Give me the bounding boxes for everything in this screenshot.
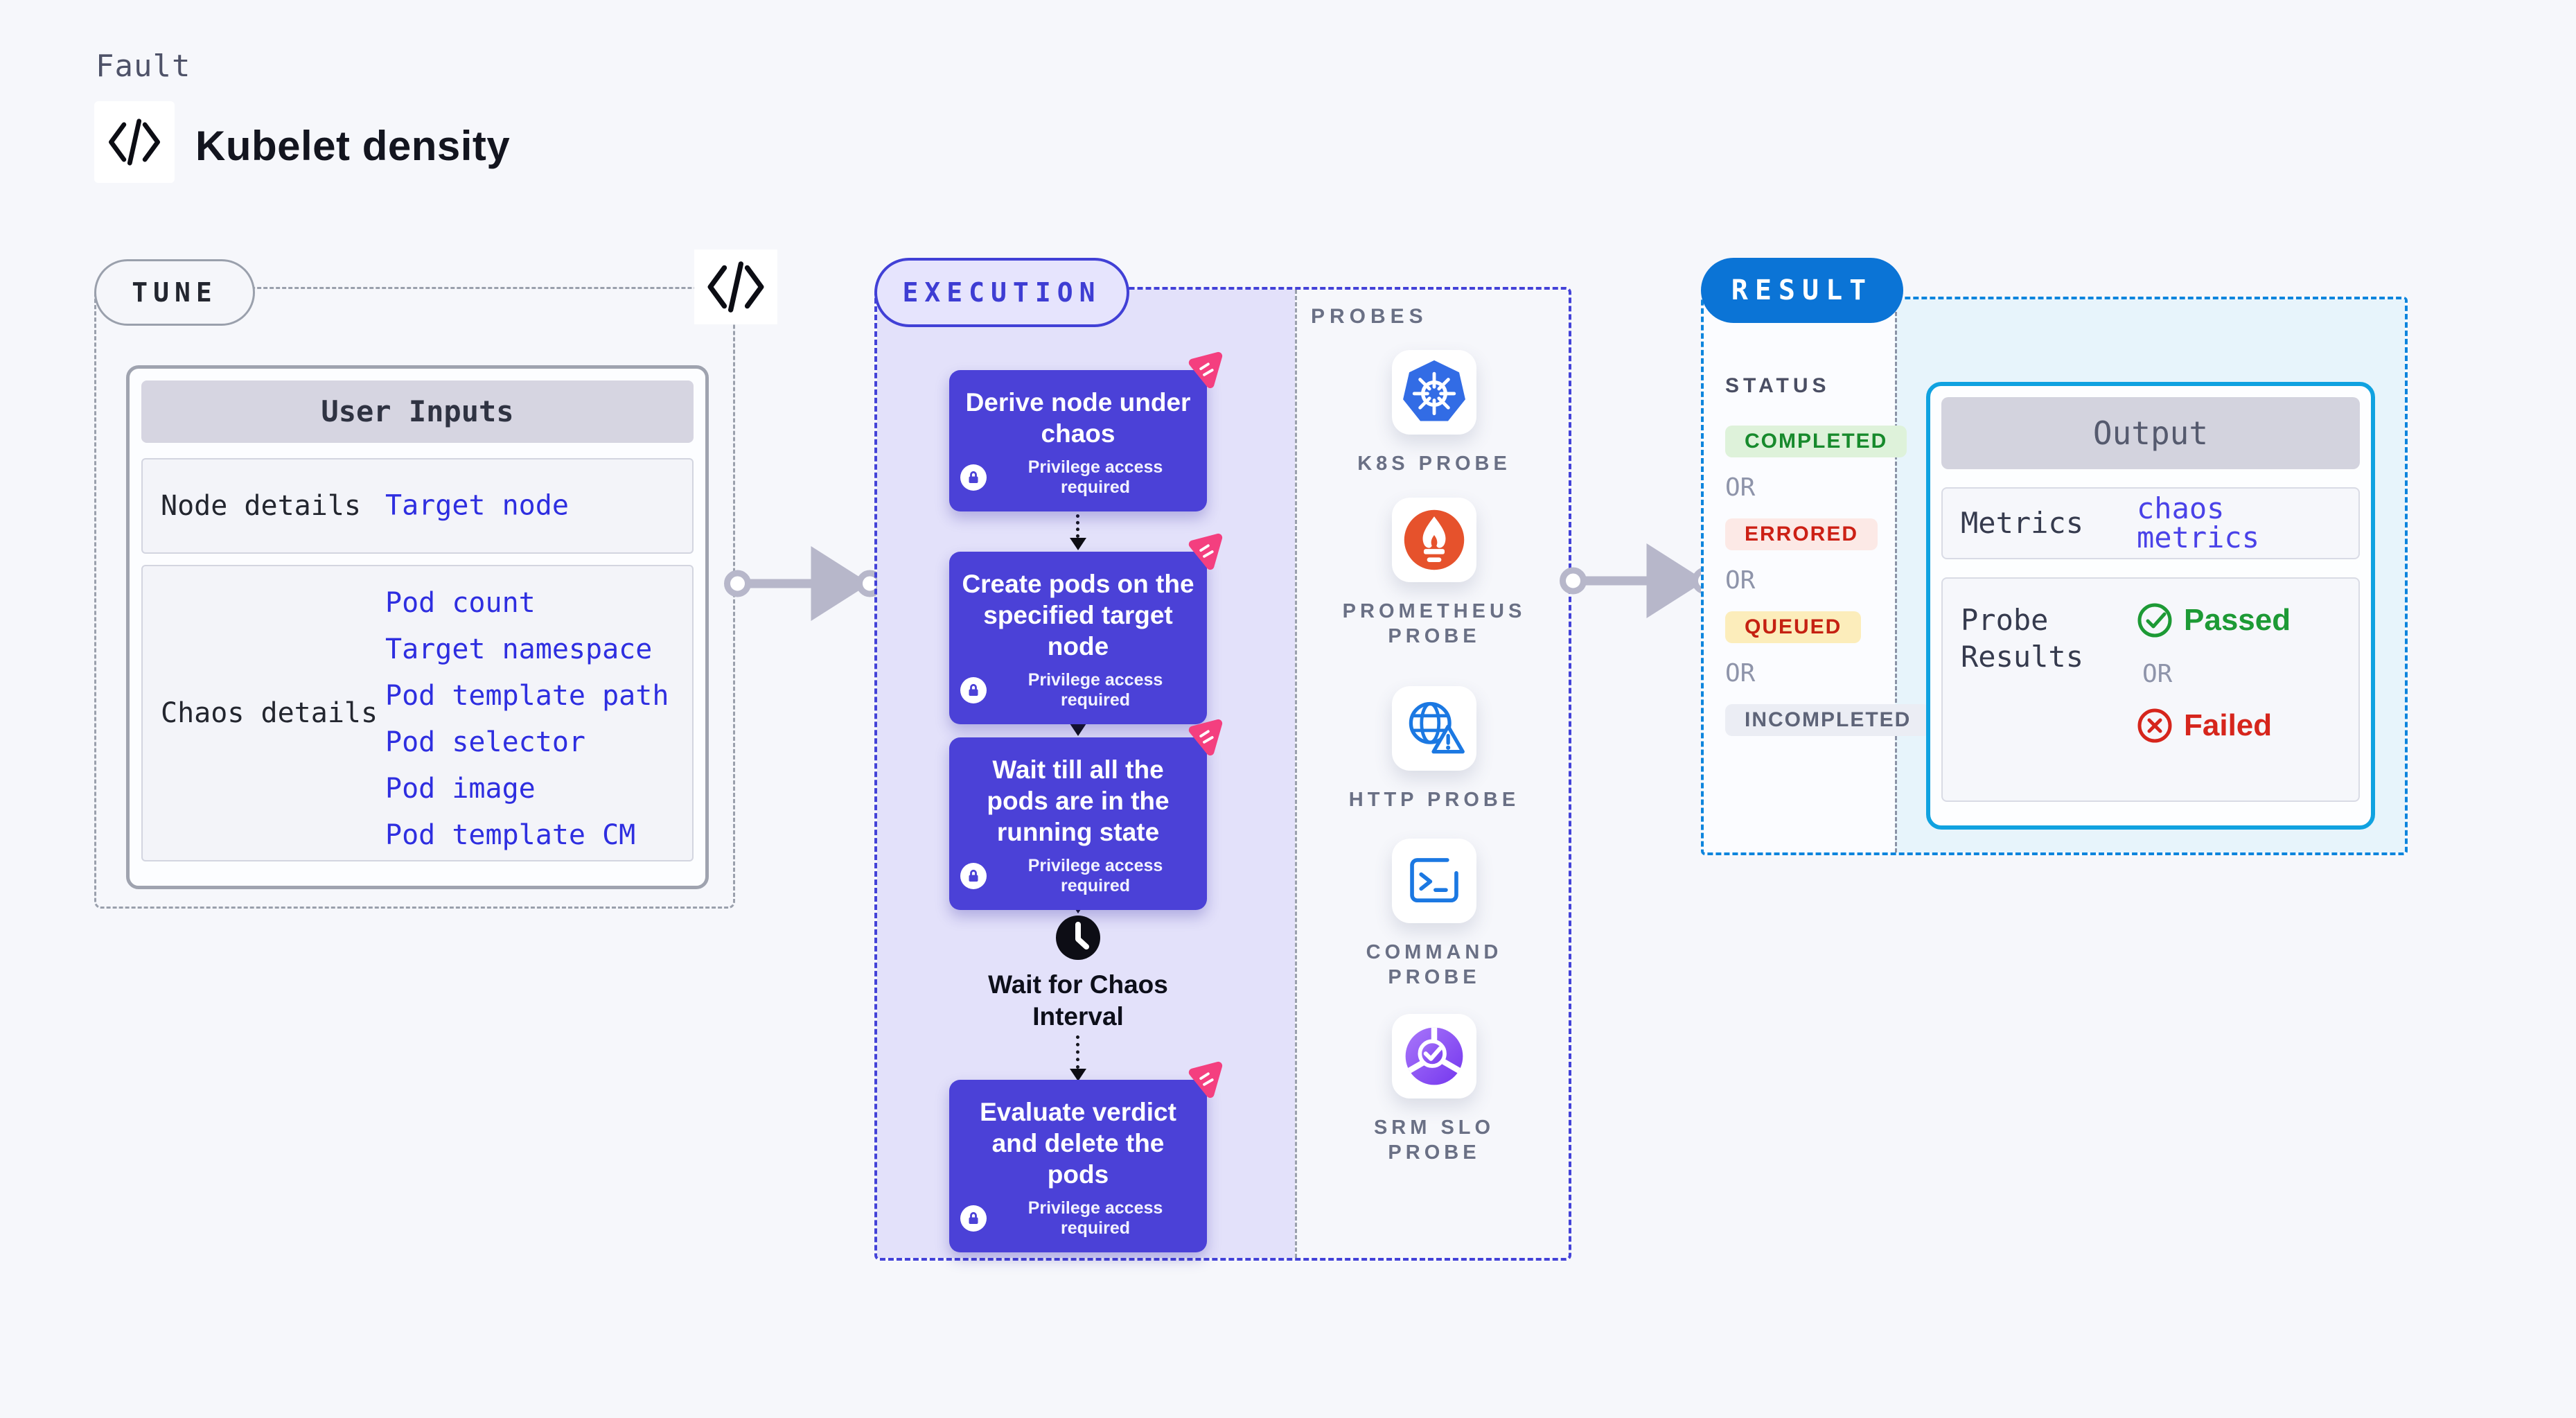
- code-icon: [109, 119, 160, 166]
- step-title: Derive node under chaos: [965, 388, 1191, 448]
- metrics-label: Metrics: [1961, 505, 2084, 540]
- passed-verdict: Passed: [2137, 602, 2291, 638]
- pod-count-link[interactable]: Pod count: [385, 587, 536, 619]
- probe-label: PROMETHEUS PROBE: [1342, 600, 1526, 648]
- failed-label: Failed: [2184, 708, 2273, 742]
- table-row: Chaos details Pod count Target namespace…: [141, 565, 694, 861]
- probe-item-prometheus: PROMETHEUS PROBE: [1323, 498, 1545, 649]
- lock-icon: [960, 677, 987, 704]
- page-title: Kubelet density: [195, 123, 511, 169]
- privilege-note: Privilege access required: [960, 670, 1196, 710]
- probe-label: HTTP PROBE: [1348, 789, 1520, 811]
- litmus-chaos-icon: [1188, 1061, 1223, 1098]
- probe-item-command: COMMAND PROBE: [1323, 839, 1545, 990]
- probes-heading: PROBES: [1311, 305, 1428, 328]
- status-heading: STATUS: [1725, 374, 1830, 397]
- table-row: Node details Target node: [141, 458, 694, 554]
- status-badge-errored: ERRORED: [1725, 518, 1878, 550]
- privilege-note: Privilege access required: [960, 457, 1196, 498]
- step-title: Wait till all the pods are in the runnin…: [987, 755, 1170, 847]
- kubernetes-icon: [1392, 350, 1476, 435]
- execution-badge: EXECUTION: [874, 258, 1129, 327]
- user-inputs-header: User Inputs: [141, 380, 694, 443]
- step-derive-node: Derive node under chaos Privilege access…: [949, 351, 1223, 512]
- check-circle-icon: [2137, 603, 2172, 638]
- flow-arrow: [724, 546, 883, 621]
- target-node-link[interactable]: Target node: [385, 489, 569, 522]
- pod-image-link[interactable]: Pod image: [385, 773, 536, 805]
- probe-label: SRM SLO PROBE: [1373, 1117, 1495, 1164]
- output-table: Output Metrics chaos metrics Probe Resul…: [1926, 382, 2375, 830]
- slo-pie-icon: [1392, 1014, 1476, 1098]
- tune-badge: TUNE: [94, 259, 255, 326]
- step-evaluate-verdict: Evaluate verdict and delete the pods Pri…: [949, 1061, 1223, 1253]
- step-create-pods: Create pods on the specified target node…: [949, 533, 1223, 725]
- fault-kicker: Fault: [96, 49, 191, 84]
- clock-icon: [1055, 915, 1101, 964]
- flow-arrow: [1560, 543, 1719, 618]
- code-icon-box: [94, 101, 175, 183]
- privilege-note-text: Privilege access required: [1027, 1198, 1163, 1238]
- result-divider: [1895, 299, 1897, 852]
- pod-template-cm-link[interactable]: Pod template CM: [385, 819, 636, 851]
- litmus-chaos-icon: [1188, 533, 1223, 570]
- step-wait-pods-running: Wait till all the pods are in the runnin…: [949, 719, 1223, 911]
- privilege-note-text: Privilege access required: [1027, 856, 1163, 896]
- passed-label: Passed: [2184, 603, 2291, 637]
- step-title: Create pods on the specified target node: [962, 570, 1194, 661]
- litmus-chaos-icon: [1188, 351, 1223, 389]
- flow-connector: [1070, 1035, 1086, 1081]
- probe-item-http: HTTP PROBE: [1323, 686, 1545, 812]
- lock-icon: [960, 464, 987, 491]
- probe-label: K8S PROBE: [1357, 453, 1511, 475]
- terminal-icon: [1392, 839, 1476, 923]
- prometheus-icon: [1392, 498, 1476, 582]
- or-label: OR: [1725, 659, 1756, 688]
- status-badge-incompleted: INCOMPLETED: [1725, 704, 1931, 736]
- privilege-note: Privilege access required: [960, 856, 1196, 896]
- status-column: STATUS COMPLETED OR ERRORED OR QUEUED OR…: [1725, 374, 1931, 736]
- result-badge: RESULT: [1701, 258, 1903, 323]
- tune-code-icon-box: [694, 250, 777, 324]
- row-label: Node details: [161, 490, 361, 522]
- pod-selector-link[interactable]: Pod selector: [385, 726, 585, 758]
- chaos-metrics-link[interactable]: chaos metrics: [2137, 491, 2260, 554]
- x-circle-icon: [2137, 708, 2172, 743]
- status-badge-completed: COMPLETED: [1725, 426, 1907, 457]
- privilege-note: Privilege access required: [960, 1198, 1196, 1238]
- or-label: OR: [2142, 660, 2173, 688]
- probe-results-label: Probe Results: [1961, 603, 2084, 674]
- probe-item-srm-slo: SRM SLO PROBE: [1323, 1014, 1545, 1166]
- probe-results-row: Probe Results Passed OR Faile: [1941, 577, 2360, 802]
- user-inputs-table: User Inputs Node details Target node Cha…: [126, 365, 709, 889]
- metrics-row: Metrics chaos metrics: [1941, 487, 2360, 559]
- probe-item-k8s: K8S PROBE: [1323, 350, 1545, 476]
- output-header: Output: [1941, 397, 2360, 469]
- tune-section-outline: [94, 287, 735, 909]
- status-badge-queued: QUEUED: [1725, 611, 1862, 643]
- privilege-note-text: Privilege access required: [1027, 457, 1163, 498]
- code-icon: [707, 261, 764, 313]
- failed-verdict: Failed: [2137, 708, 2291, 744]
- lock-icon: [960, 1205, 987, 1232]
- probe-label: COMMAND PROBE: [1366, 941, 1503, 989]
- litmus-chaos-icon: [1188, 719, 1223, 756]
- target-namespace-link[interactable]: Target namespace: [385, 633, 653, 665]
- probes-divider: [1295, 290, 1297, 1258]
- pod-template-path-link[interactable]: Pod template path: [385, 680, 669, 712]
- or-label: OR: [1725, 473, 1756, 502]
- lock-icon: [960, 863, 987, 890]
- wait-for-chaos-interval-label: Wait for Chaos Interval: [988, 970, 1168, 1031]
- step-title: Evaluate verdict and delete the pods: [980, 1098, 1176, 1189]
- privilege-note-text: Privilege access required: [1027, 670, 1163, 710]
- http-globe-icon: [1392, 686, 1476, 771]
- or-label: OR: [1725, 566, 1756, 595]
- row-label: Chaos details: [161, 697, 378, 729]
